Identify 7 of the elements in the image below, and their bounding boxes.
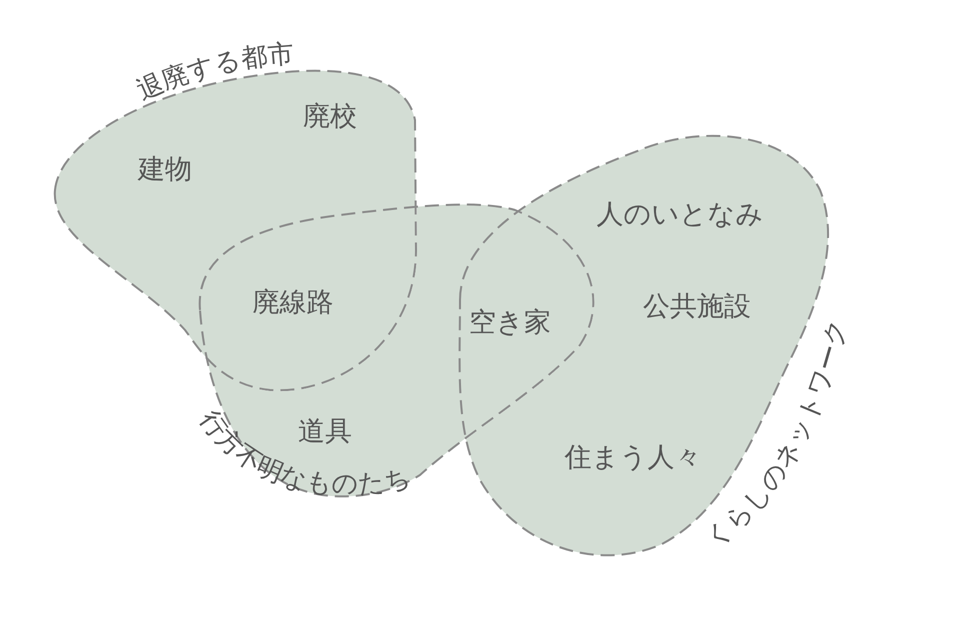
overlap-label: 空き家 (469, 308, 551, 338)
item-label: 建物 (138, 155, 192, 185)
set-title: 退廃する都市 (132, 39, 295, 106)
overlap-label: 廃線路 (252, 288, 334, 318)
item-label: 廃校 (303, 102, 357, 132)
item-label: 人のいとなみ (596, 200, 764, 230)
item-label: 住まう人々 (564, 443, 702, 473)
